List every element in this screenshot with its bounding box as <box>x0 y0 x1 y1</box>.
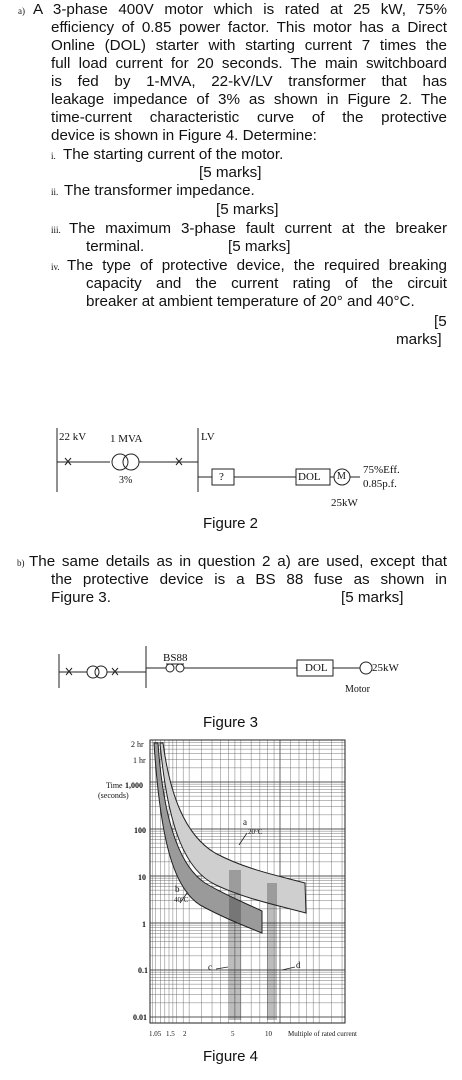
item-marks: marks] <box>396 331 442 348</box>
item-marks: [5 <box>434 313 447 330</box>
y-tick-label: 1 hr <box>133 756 146 765</box>
y-axis-title: 1,000 <box>125 781 143 790</box>
curve-b-band <box>153 742 263 934</box>
x-axis-title: Multiple of rated current <box>288 1030 358 1038</box>
curve-b-temp: 40°C <box>174 896 189 904</box>
question-b-line: The same details as in question 2 a) are… <box>29 553 447 570</box>
y-axis-title: Time <box>106 781 123 790</box>
question-a-line: device is shown in Figure 4. Determine: <box>51 127 317 144</box>
dol-starter-label: DOL <box>305 662 328 674</box>
x-tick-label: 10 <box>265 1030 272 1038</box>
question-a-line: efficiency of 0.85 power factor. This mo… <box>51 19 447 36</box>
curve-a-band <box>159 742 307 914</box>
dol-starter-label: DOL <box>298 471 321 483</box>
y-tick-label: 0.1 <box>138 966 148 975</box>
figure-2-diagram <box>56 428 360 492</box>
x-tick-label: 2 <box>183 1030 187 1038</box>
figure-3-diagram <box>58 646 373 688</box>
lv-bus-label: LV <box>201 431 215 443</box>
y-tick-label: 1 <box>142 920 146 929</box>
y-axis-title: (seconds) <box>98 791 129 800</box>
y-tick-label: 0.01 <box>133 1013 147 1022</box>
x-tick-label: 1.5 <box>166 1030 175 1038</box>
curve-c-label: c <box>208 962 212 972</box>
item-number: iv. <box>51 262 60 272</box>
fuse-label: BS88 <box>163 652 188 664</box>
motor-efficiency-label: 75%Eff. <box>363 464 400 476</box>
figure-2-caption: Figure 2 <box>203 515 259 532</box>
item-text: The transformer impedance. <box>64 182 255 199</box>
item-text: The type of protective device, the requi… <box>67 257 447 274</box>
curve-d-label: d <box>296 960 301 970</box>
motor-symbol-label: M <box>337 471 346 482</box>
item-text: The starting current of the motor. <box>63 146 284 163</box>
item-text: The maximum 3-phase fault current at the… <box>69 220 447 237</box>
question-a-line: Online (DOL) starter with starting curre… <box>51 37 447 54</box>
question-a-line: full load current for 20 seconds. The ma… <box>51 55 447 72</box>
unknown-device-label: ? <box>219 471 224 483</box>
question-b-marks: [5 marks] <box>341 589 404 606</box>
question-b-label: b) <box>17 558 25 568</box>
item-marks: [5 marks] <box>199 164 262 181</box>
y-tick-label: 100 <box>134 826 146 835</box>
question-a-line: A 3-phase 400V motor which is rated at 2… <box>33 1 447 18</box>
item-text: breaker at ambient temperature of 20° an… <box>86 293 415 310</box>
question-a-label: a) <box>18 6 25 16</box>
curve-b-label: b <box>175 884 180 894</box>
y-tick-label: 2 hr <box>131 740 144 749</box>
transformer-impedance-label: 3% <box>119 475 133 486</box>
figure-3-caption: Figure 3 <box>203 714 259 731</box>
item-text: capacity and the current rating of the c… <box>86 275 447 292</box>
curve-a-label: a <box>243 817 247 827</box>
motor-rating-label: 25kW <box>372 662 399 674</box>
x-tick-label: 5 <box>231 1030 235 1038</box>
motor-rating-label: 25kW <box>331 497 358 509</box>
question-a-line: time-current characteristic curve of the… <box>51 109 447 126</box>
item-marks: [5 marks] <box>216 201 279 218</box>
item-text: terminal. <box>86 238 145 255</box>
hv-voltage-label: 22 kV <box>59 431 87 443</box>
item-number: iii. <box>51 225 61 235</box>
y-tick-label: 10 <box>138 873 146 882</box>
question-a-line: leakage impedance of 3% as shown in Figu… <box>51 91 447 108</box>
question-b-line: Figure 3. <box>51 589 111 606</box>
motor-label: Motor <box>345 684 370 695</box>
x-tick-label: 1.05 <box>149 1030 162 1038</box>
item-number: i. <box>51 151 56 161</box>
figure-4-chart <box>149 739 346 1024</box>
plot-frame <box>149 739 346 1024</box>
curve-a-temp: 20°C <box>248 828 263 836</box>
question-a-line: is fed by 1-MVA, 22-kV/LV transformer th… <box>51 73 447 90</box>
item-marks: [5 marks] <box>228 238 291 255</box>
question-b-line: the protective device is a BS 88 fuse as… <box>51 571 447 588</box>
figure-4-caption: Figure 4 <box>203 1048 259 1065</box>
item-number: ii. <box>51 187 59 197</box>
transformer-rating-label: 1 MVA <box>110 433 143 445</box>
motor-pf-label: 0.85p.f. <box>363 478 397 490</box>
